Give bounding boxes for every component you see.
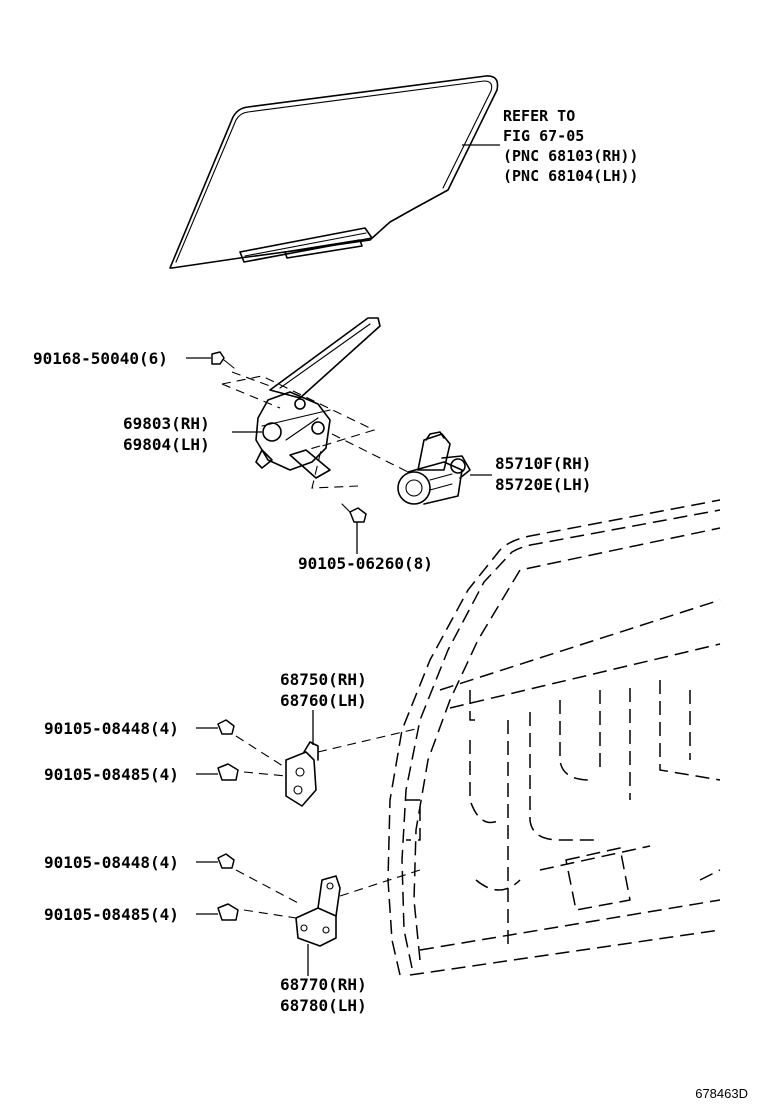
upper-bolt-dash-b — [243, 771, 287, 777]
svg-text:(PNC 68103(RH)): (PNC 68103(RH)) — [503, 147, 638, 165]
label-68760: 68760(LH) — [280, 691, 367, 710]
upper-hinge — [285, 741, 319, 807]
upper-hinge-dash — [317, 727, 421, 753]
label-68780: 68780(LH) — [280, 996, 367, 1015]
upper-bolt-b-icon — [217, 763, 239, 781]
label-85710F: 85710F(RH) — [495, 454, 591, 473]
door-glass — [169, 75, 499, 269]
upper-bolt-dash-a — [235, 735, 287, 769]
label-upper-90105-08485: 90105-08485(4) — [44, 765, 179, 784]
lower-bolt-dash-b — [243, 909, 297, 919]
svg-text:FIG 67-05: FIG 67-05 — [503, 127, 584, 145]
label-lower-90105-08448: 90105-08448(4) — [44, 853, 179, 872]
lower-bolt-a-icon — [217, 853, 235, 869]
door-panel — [387, 499, 721, 976]
upper-bolt-a-icon — [217, 719, 235, 735]
lower-bolt-dash-a — [235, 869, 301, 905]
regulator-motor — [397, 431, 471, 505]
lower-hinge-dash — [339, 869, 421, 897]
label-90105-06260: 90105-06260(8) — [298, 554, 433, 573]
bolt-90168-icon — [211, 351, 235, 369]
label-68770: 68770(RH) — [280, 975, 367, 994]
label-90168: 90168-50040(6) — [33, 349, 168, 368]
label-69804: 69804(LH) — [123, 435, 210, 454]
lower-bolt-b-icon — [217, 903, 239, 921]
bolt-90105-06260-icon — [341, 503, 367, 523]
regulator-dashed-outline — [221, 371, 413, 489]
glass-reference-label: REFER TO FIG 67-05 (PNC 68103(RH)) (PNC … — [503, 107, 638, 185]
svg-text:REFER TO: REFER TO — [503, 107, 575, 125]
figure-code: 678463D — [695, 1086, 748, 1101]
svg-text:(PNC 68104(LH)): (PNC 68104(LH)) — [503, 167, 638, 185]
window-regulator — [255, 317, 381, 479]
label-lower-90105-08485: 90105-08485(4) — [44, 905, 179, 924]
label-85720E: 85720E(LH) — [495, 475, 591, 494]
label-69803: 69803(RH) — [123, 414, 210, 433]
label-68750: 68750(RH) — [280, 670, 367, 689]
lower-hinge — [295, 875, 341, 947]
label-upper-90105-08448: 90105-08448(4) — [44, 719, 179, 738]
